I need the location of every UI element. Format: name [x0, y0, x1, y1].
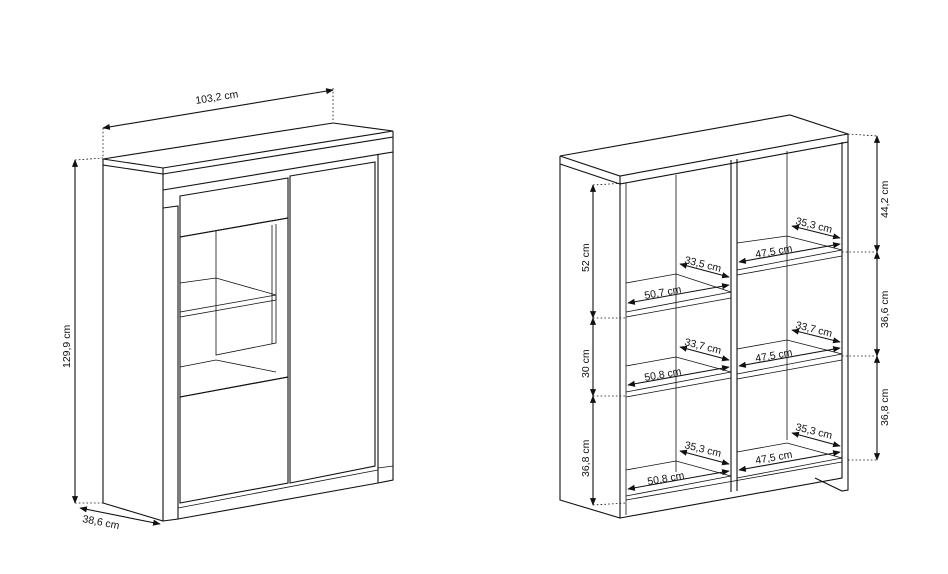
right-top-depth-label: 35,3 cm	[794, 215, 833, 236]
top-section-height-label: 44,2 cm	[879, 180, 891, 218]
left-middle-width-label: 50,8 cm	[643, 366, 682, 384]
left-top-width-label: 50,7 cm	[643, 284, 682, 302]
left-middle-depth-label: 33,7 cm	[683, 336, 722, 357]
left-top-depth-label: 33,5 cm	[683, 254, 722, 275]
overall-depth-dimension: 38,6 cm	[79, 506, 161, 532]
overall-height-dimension: 129,9 cm	[61, 157, 104, 504]
overall-height-label: 129,9 cm	[61, 325, 73, 368]
bottom-section-height-label: 36,8 cm	[879, 388, 891, 426]
right-height-dimensions: 44,2 cm 36,6 cm 36,8 cm	[842, 133, 891, 461]
right-middle-width-label: 47,5 cm	[754, 347, 793, 365]
overall-width-label: 103,2 cm	[195, 88, 240, 107]
left-column-shelf-dimensions: 33,5 cm 50,7 cm 33,7 cm 50,8 cm 35,3 cm …	[627, 254, 730, 491]
right-middle-depth-label: 33,7 cm	[794, 319, 833, 340]
left-bottom-height-label: 36,8 cm	[580, 439, 592, 477]
left-top-height-label: 52 cm	[580, 243, 592, 272]
middle-section-height-label: 36,6 cm	[879, 290, 891, 328]
left-height-dimensions: 52 cm 30 cm 36,8 cm	[580, 182, 627, 506]
closed-cabinet-drawing	[102, 122, 394, 522]
left-middle-height-label: 30 cm	[580, 349, 592, 378]
overall-width-dimension: 103,2 cm	[102, 88, 334, 158]
right-top-width-label: 47,5 cm	[754, 243, 793, 261]
left-bottom-width-label: 50,8 cm	[646, 470, 685, 488]
overall-depth-label: 38,6 cm	[81, 513, 120, 532]
